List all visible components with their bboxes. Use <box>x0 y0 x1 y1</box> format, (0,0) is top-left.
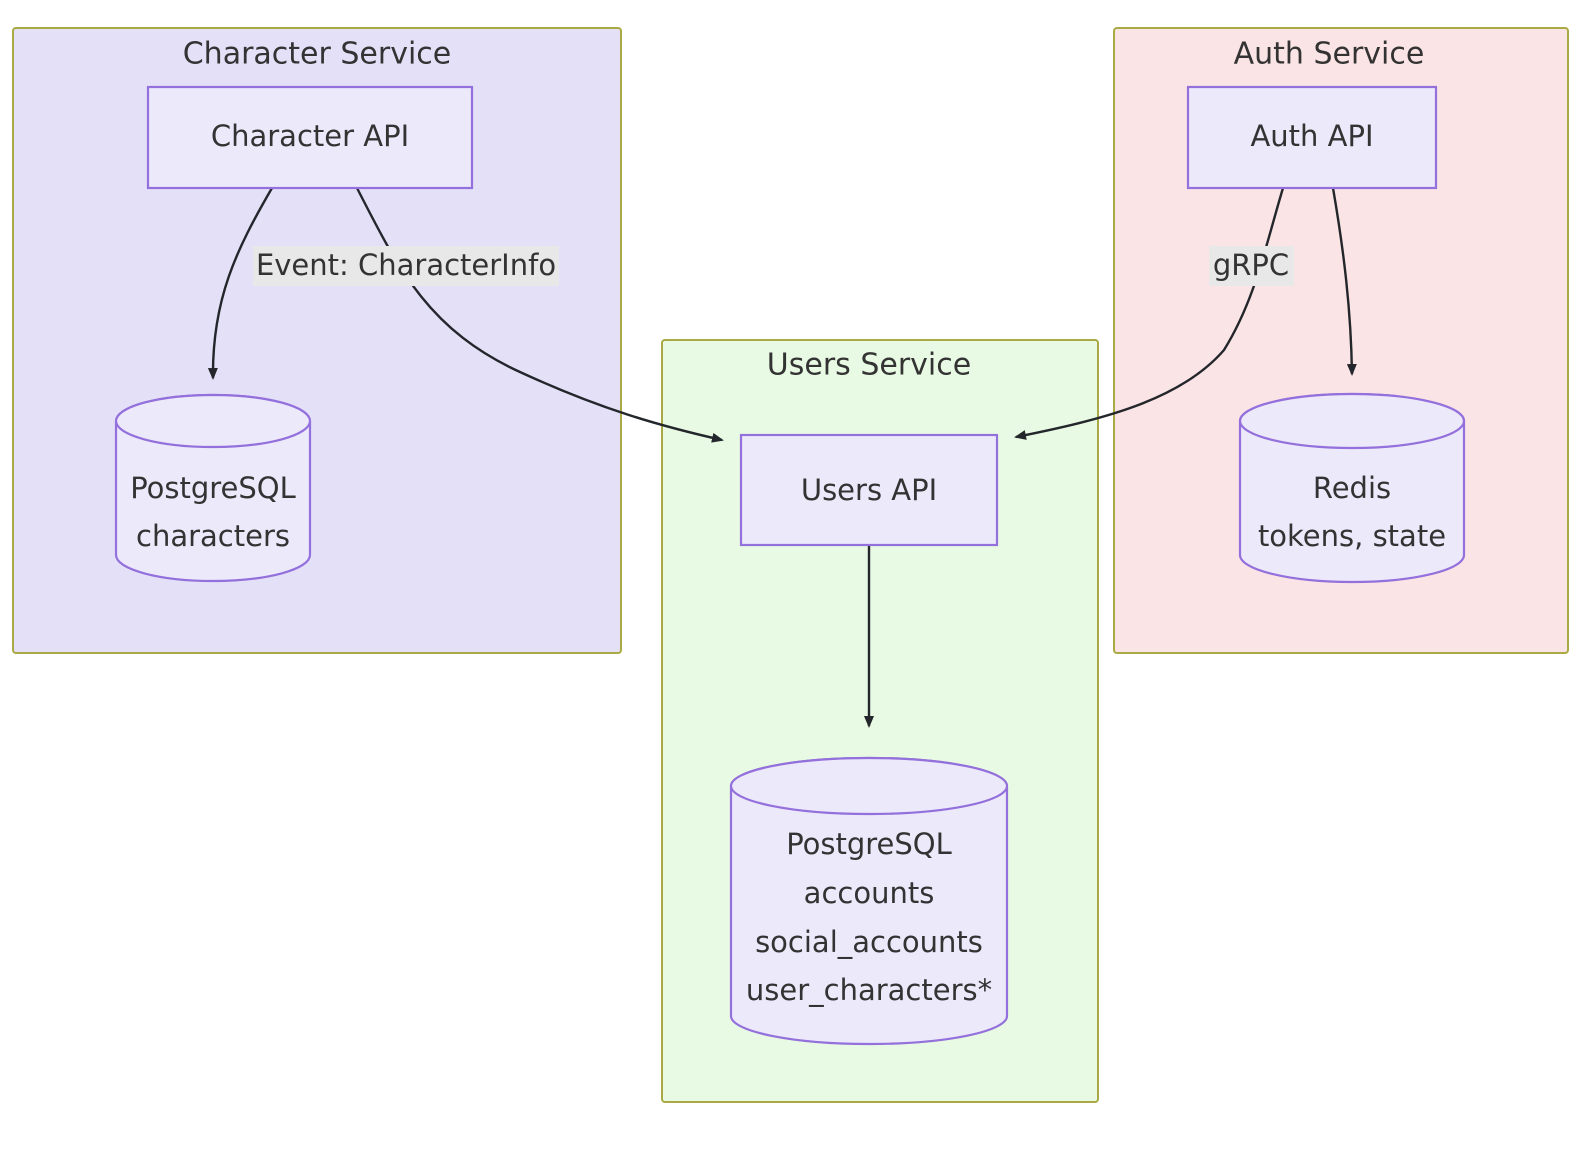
node-users-db-line-1: accounts <box>804 876 935 910</box>
edge-auth-api-to-users-api <box>1014 187 1285 440</box>
node-users-api-label: Users API <box>801 473 937 507</box>
node-auth-api[interactable]: Auth API <box>1186 85 1438 190</box>
node-character-db-top-ellipse <box>114 393 312 449</box>
node-auth-db-top-ellipse <box>1238 392 1466 450</box>
node-users-api-rect[interactable] <box>739 433 999 547</box>
node-character-api-rect[interactable] <box>146 85 474 190</box>
edge-label-grpc-bg <box>1209 246 1294 286</box>
edge-label-event-characterinfo-bg <box>253 246 559 286</box>
edge-label-grpc: gRPC <box>1209 246 1294 286</box>
node-users-api[interactable]: Users API <box>739 433 999 547</box>
node-character-api-label: Character API <box>211 119 409 153</box>
cluster-auth-service-title: Auth Service <box>1234 37 1425 72</box>
edge-label-event-characterinfo: Event: CharacterInfo <box>253 246 559 286</box>
node-users-db[interactable]: PostgreSQL accounts social_accounts user… <box>729 756 1009 1046</box>
node-character-api[interactable]: Character API <box>146 85 474 190</box>
edge-label-grpc-text: gRPC <box>1213 248 1289 282</box>
node-auth-api-label: Auth API <box>1250 119 1373 153</box>
node-character-db[interactable]: PostgreSQL characters <box>114 393 312 583</box>
edge-label-event-characterinfo-text: Event: CharacterInfo <box>256 248 556 282</box>
node-auth-db[interactable]: Redis tokens, state <box>1238 392 1466 584</box>
node-users-db-top-ellipse <box>729 756 1009 816</box>
edge-character-api-to-character-db <box>207 187 274 380</box>
edge-auth-api-to-auth-db <box>1331 187 1357 376</box>
node-users-db-line-0: PostgreSQL <box>786 827 952 861</box>
node-users-db-line-2: social_accounts <box>755 925 983 959</box>
node-auth-db-line-1: tokens, state <box>1258 519 1446 553</box>
node-auth-db-line-0: Redis <box>1313 471 1391 505</box>
cluster-character-service-title: Character Service <box>183 37 452 72</box>
node-character-db-line-0: PostgreSQL <box>130 471 296 505</box>
node-auth-api-rect[interactable] <box>1186 85 1438 190</box>
cluster-users-service-title: Users Service <box>767 348 971 383</box>
node-character-db-line-1: characters <box>136 519 290 553</box>
node-users-db-line-3: user_characters* <box>746 973 992 1007</box>
